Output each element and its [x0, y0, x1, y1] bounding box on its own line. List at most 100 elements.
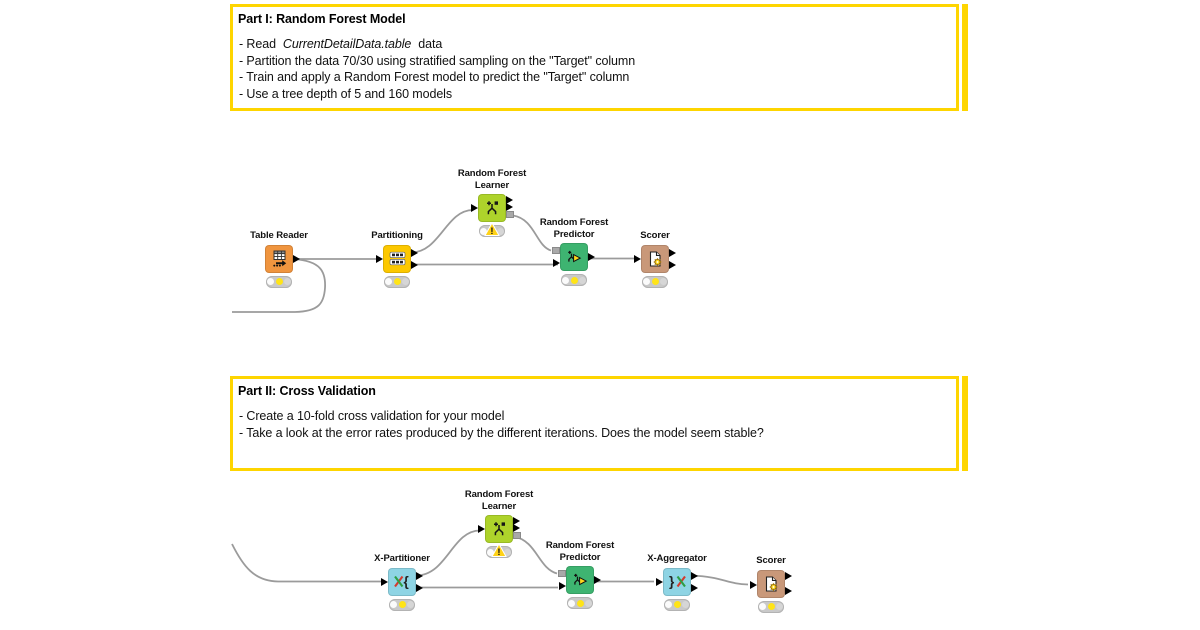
x-partitioner-node-body[interactable]: { — [381, 567, 423, 596]
table-reader-node-body[interactable] — [265, 244, 300, 273]
split-table-rows-icon — [389, 251, 405, 266]
annotation-line: - Create a 10-fold cross validation for … — [239, 409, 505, 423]
random-forest-learner-node-body[interactable] — [471, 194, 514, 222]
decision-tree-icon — [494, 522, 505, 536]
status-traffic-light — [664, 598, 690, 611]
input-port[interactable] — [478, 525, 485, 533]
status-traffic-light — [561, 274, 587, 286]
status-traffic-light — [384, 275, 410, 288]
svg-text:}: } — [669, 574, 675, 589]
annotation-line: - Use a tree depth of 5 and 160 models — [239, 86, 453, 101]
document-gear-icon — [649, 250, 662, 267]
model-input-port[interactable] — [552, 246, 560, 254]
input-port[interactable] — [656, 577, 663, 586]
annotation-line: - Train and apply a Random Forest model … — [239, 70, 630, 84]
annotation-line: - Partition the data 70/30 using stratif… — [239, 53, 636, 68]
output-port-oob[interactable] — [513, 516, 520, 525]
annotation-part1-title: Part I: Random Forest Model — [238, 12, 406, 26]
status-warning-light: ! — [479, 221, 505, 237]
status-traffic-light — [567, 597, 593, 609]
warning-icon: ! — [484, 221, 500, 237]
annotation-line: - Take a look at the error rates produce… — [239, 425, 764, 440]
node-random-forest-predictor[interactable]: Random Forest Predictor — [519, 217, 629, 286]
input-port[interactable] — [634, 254, 641, 263]
table-with-arrow-icon — [272, 250, 286, 267]
output-port-top[interactable] — [416, 571, 423, 580]
x-aggregator-node-body[interactable]: } — [656, 567, 698, 596]
input-port[interactable] — [376, 254, 383, 263]
node-label: Random Forest Learner — [457, 168, 527, 191]
node-random-forest-learner[interactable]: Random Forest Learner ! — [437, 168, 547, 237]
node-random-forest-learner-2[interactable]: Random Forest Learner ! — [444, 489, 554, 558]
scorer-node-body[interactable] — [634, 244, 676, 273]
output-port-top[interactable] — [411, 248, 418, 257]
node-label: X-Aggregator — [647, 553, 707, 564]
partitioning-node-body[interactable] — [376, 244, 418, 273]
node-label: Random Forest Predictor — [539, 217, 609, 240]
node-label: Random Forest Learner — [464, 489, 534, 512]
node-label: Table Reader — [250, 230, 308, 241]
file-name: CurrentDetailData.table — [282, 37, 412, 51]
random-forest-predictor-node-body[interactable] — [558, 566, 601, 594]
tree-with-play-arrow-icon — [574, 573, 588, 586]
output-port-top[interactable] — [691, 571, 698, 580]
output-port-top[interactable] — [669, 248, 676, 257]
node-x-aggregator[interactable]: X-Aggregator } — [622, 553, 732, 611]
status-traffic-light — [389, 598, 415, 611]
output-port-bottom[interactable] — [669, 260, 676, 269]
warning-icon: ! — [491, 542, 507, 558]
node-label: Random Forest Predictor — [545, 540, 615, 563]
output-port-bottom[interactable] — [411, 260, 418, 269]
model-output-port[interactable] — [513, 531, 521, 539]
output-port[interactable] — [588, 253, 595, 261]
node-label: X-Partitioner — [374, 553, 430, 564]
model-input-port[interactable] — [558, 569, 566, 577]
input-port[interactable] — [750, 580, 757, 589]
output-port-bottom[interactable] — [416, 583, 423, 592]
node-label: Scorer — [640, 230, 670, 241]
node-scorer-2[interactable]: Scorer — [716, 555, 826, 613]
annotation-part2-title: Part II: Cross Validation — [238, 384, 376, 398]
output-port[interactable] — [293, 254, 300, 263]
close-brace-x-icon: } — [669, 574, 686, 589]
x-open-brace-icon: { — [393, 574, 408, 589]
output-port[interactable] — [594, 576, 601, 584]
data-input-port[interactable] — [553, 259, 560, 267]
random-forest-learner-node-body[interactable] — [478, 515, 521, 543]
annotation-part2-body: - Create a 10-fold cross validation for … — [233, 399, 956, 441]
svg-text:{: { — [403, 574, 408, 589]
status-traffic-light — [266, 275, 292, 288]
annotation-part2-edge-bar — [962, 376, 968, 471]
status-traffic-light — [758, 600, 784, 613]
output-port-top[interactable] — [785, 572, 792, 580]
status-traffic-light — [642, 275, 668, 288]
node-label: Partitioning — [371, 230, 423, 241]
node-label: Scorer — [756, 555, 786, 566]
node-scorer[interactable]: Scorer — [600, 230, 710, 288]
svg-text:!: ! — [497, 547, 500, 558]
node-x-partitioner[interactable]: X-Partitioner { — [347, 553, 457, 611]
data-input-port[interactable] — [559, 582, 566, 590]
status-warning-light: ! — [486, 542, 512, 558]
input-port[interactable] — [471, 204, 478, 212]
annotation-part1-edge-bar — [962, 4, 968, 111]
random-forest-predictor-node-body[interactable] — [552, 243, 595, 271]
output-port-bottom[interactable] — [691, 583, 698, 592]
svg-text:!: ! — [490, 226, 493, 237]
input-port[interactable] — [381, 577, 388, 586]
scorer-node-body[interactable] — [750, 569, 792, 598]
output-port-stats[interactable] — [513, 523, 520, 532]
output-port-oob[interactable] — [506, 195, 513, 204]
node-partitioning[interactable]: Partitioning — [342, 230, 452, 288]
model-output-port[interactable] — [506, 210, 514, 218]
node-random-forest-predictor-2[interactable]: Random Forest Predictor — [525, 540, 635, 609]
output-port-bottom[interactable] — [785, 587, 792, 595]
output-port-stats[interactable] — [506, 202, 513, 211]
node-table-reader[interactable]: Table Reader — [224, 230, 334, 288]
decision-tree-icon — [487, 201, 498, 215]
annotation-part2[interactable]: Part II: Cross Validation - Create a 10-… — [230, 376, 959, 471]
